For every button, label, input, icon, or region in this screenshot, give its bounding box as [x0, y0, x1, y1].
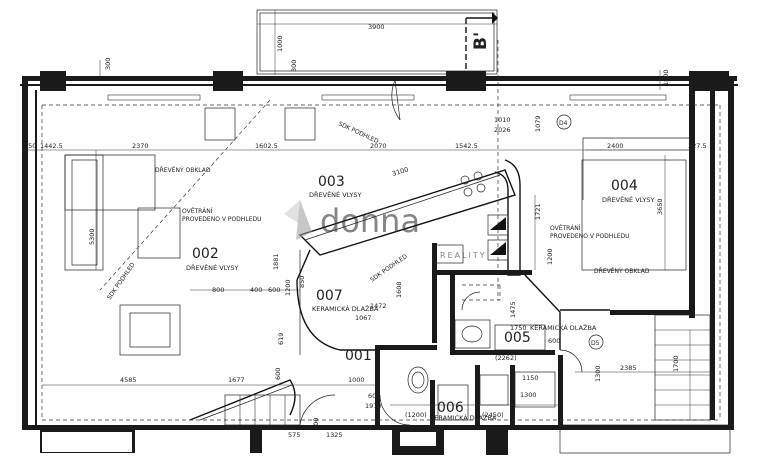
room-005-number: 005	[504, 330, 531, 346]
dim-3900: 3900	[368, 23, 385, 31]
dim-600c: 600	[368, 392, 380, 400]
dim-1000b: 1000	[348, 376, 365, 384]
dim-800: 800	[212, 286, 224, 294]
room-004-material: DŘEVĚNÉ VLYSY	[602, 195, 655, 204]
dim-4585: 4585	[120, 376, 137, 384]
dim-3100: 3100	[391, 165, 409, 177]
dim-300a: 300	[104, 58, 112, 70]
room-004-number: 004	[611, 178, 638, 194]
dim-1067: 1067	[355, 314, 372, 322]
dim-1200c: (1200)	[405, 411, 427, 419]
dim-1472: 1472	[370, 302, 387, 310]
dim-327: 327.5	[688, 142, 707, 150]
room-labels: 001 002 DŘEVĚNÉ VLYSY 003 DŘEVĚNÉ VLYSY …	[186, 174, 655, 422]
note-obklad-left: DŘEVĚNÝ OBKLAD	[155, 166, 211, 174]
dim-1200b: 1200	[546, 248, 554, 265]
room-005-material: KERAMICKÁ DLAŽBA	[530, 323, 597, 332]
dim-1542: 1542.5	[455, 142, 478, 150]
dim-100: 100	[312, 418, 320, 430]
note-ovetrani-left-2: PROVEDENO V PODHLEDU	[182, 216, 261, 223]
dim-1300b: 1300	[520, 391, 537, 399]
dim-1325: 1325	[326, 431, 343, 439]
room-001-number: 001	[345, 348, 372, 364]
dim-2400: 2400	[607, 142, 624, 150]
dim-2026: 2026	[494, 126, 511, 134]
dim-1881: 1881	[272, 253, 280, 270]
dim-1010: 1010	[494, 116, 511, 124]
dim-1475: 1475	[509, 301, 517, 318]
room-002-number: 002	[192, 246, 219, 262]
room-002-material: DŘEVĚNÉ VLYSY	[186, 263, 239, 272]
dim-600a: 600	[268, 286, 280, 294]
dimension-lines	[22, 10, 710, 420]
hatched-areas	[224, 314, 711, 426]
interior-walls	[189, 90, 715, 425]
dim-1150: 1150	[522, 374, 539, 382]
dim-575: 575	[288, 431, 300, 439]
dim-1750: 1750	[510, 324, 527, 332]
dim-400: 400	[250, 286, 262, 294]
dim-619: 619	[277, 333, 285, 345]
dim-2070: 2070	[370, 142, 387, 150]
note-sdk-left: SDK PODHLED	[106, 261, 137, 301]
room-003-material: DŘEVĚNÉ VLYSY	[309, 190, 362, 199]
dim-3650: 3650	[656, 198, 664, 215]
section-label: B'	[471, 32, 491, 50]
dim-1721: 1721	[534, 203, 542, 220]
note-ovetrani-right-2: PROVEDENO V PODHLEDU	[550, 233, 629, 240]
room-007-number: 007	[316, 288, 343, 304]
dim-1442: 1442.5	[40, 142, 63, 150]
dim-1800: 1800	[662, 69, 670, 86]
room-006-number: 006	[437, 400, 464, 416]
note-d4: D4	[559, 120, 568, 127]
dim-2450: (2450)	[482, 411, 504, 419]
balcony	[256, 9, 498, 75]
dimension-labels: 3900 1000 300 300 1800 250 1442.5 2370 1…	[24, 23, 707, 439]
doors	[299, 79, 583, 426]
dim-1970: 1970	[365, 402, 382, 410]
dim-1000: 1000	[276, 35, 284, 52]
dashed-lines	[41, 40, 721, 421]
room-007-material: KERAMICKÁ DLAŽBA	[312, 304, 379, 313]
note-ovetrani-right-1: OVĚTRÁNÍ	[550, 224, 581, 232]
radiators	[107, 94, 667, 101]
dim-1300: 1300	[594, 365, 602, 382]
dim-600b: 600	[548, 337, 560, 345]
note-obklad-right: DŘEVĚNÝ OBKLAD	[594, 267, 650, 275]
dim-600d: 600	[274, 368, 282, 380]
dim-1602: 1602.5	[255, 142, 278, 150]
dim-5300: 5300	[88, 228, 96, 245]
dim-300b: 300	[290, 60, 298, 72]
watermark-brand: donna	[320, 202, 420, 240]
dim-1700: 1700	[672, 355, 680, 372]
room-003-number: 003	[318, 174, 345, 190]
watermark: donna REALITY	[284, 200, 487, 260]
dim-2370: 2370	[132, 142, 149, 150]
dim-1608: 1608	[395, 281, 403, 298]
dim-850: 850	[298, 276, 306, 288]
dim-1200a: 1200	[284, 279, 292, 296]
note-d5: D5	[591, 340, 600, 347]
room-006-material: KERAMICKÁ DLAŽBA	[430, 413, 497, 422]
section-marker: B'	[465, 12, 498, 70]
dim-1079: 1079	[534, 115, 542, 132]
outer-walls	[20, 71, 738, 455]
dim-1677: 1677	[228, 376, 245, 384]
dim-2385: 2385	[620, 364, 637, 372]
dim-2262: (2262)	[495, 354, 517, 362]
note-ovetrani-left-1: OVĚTRÁNÍ	[182, 207, 213, 215]
note-sdk-mid: SDK PODHLED	[369, 253, 409, 284]
watermark-sub: REALITY	[440, 251, 487, 260]
dim-250: 250	[24, 142, 36, 150]
